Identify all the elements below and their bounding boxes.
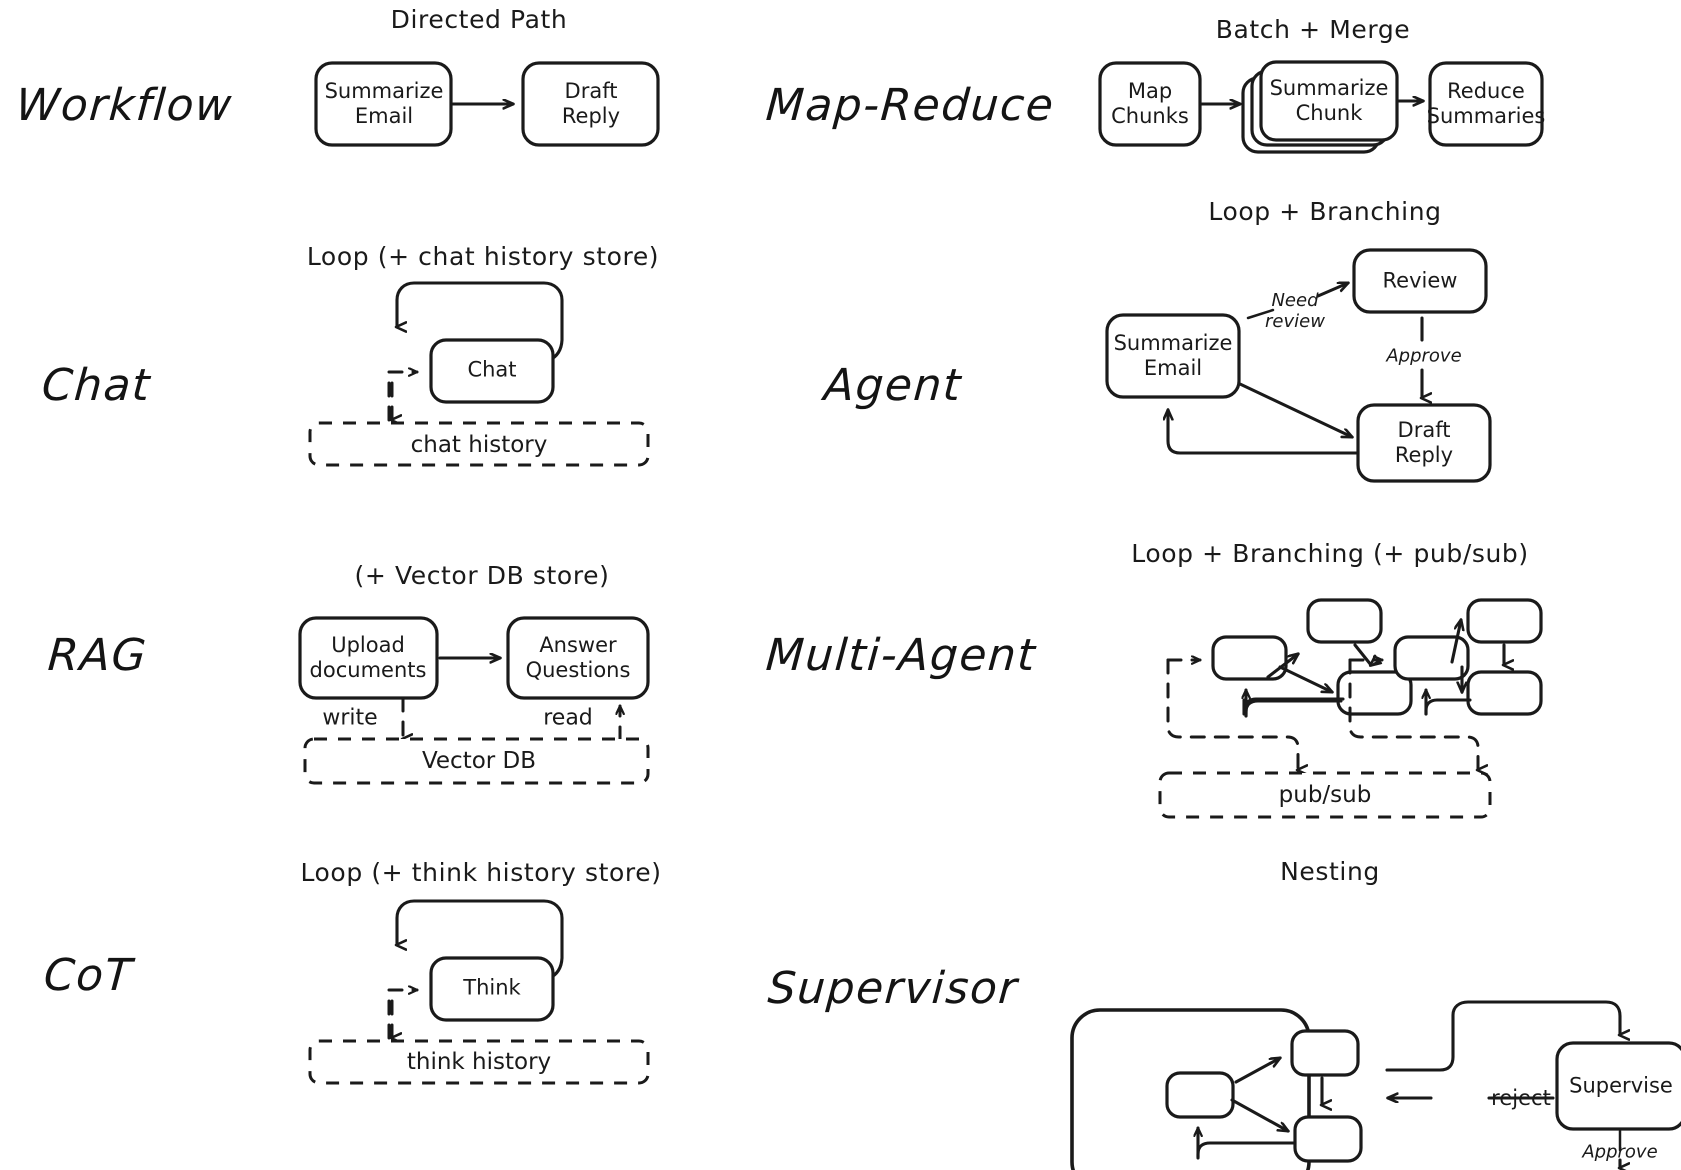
node-agent-summarize-email — [1105, 313, 1241, 399]
row-label-chat: Chat — [40, 360, 153, 411]
ma2-edge-a-to-b — [1450, 620, 1461, 664]
row-label-map-reduce: Map-Reduce — [764, 80, 1057, 131]
node-answer-questions — [506, 616, 650, 700]
node-supervise — [1555, 1041, 1681, 1131]
store-pub-sub — [1158, 771, 1492, 819]
node-think — [429, 956, 555, 1022]
ma1-edge-b-to-c — [1353, 643, 1371, 665]
node-reduce-summaries — [1428, 61, 1544, 147]
edge-need-review-arrow — [1316, 283, 1348, 298]
agent-graph — [1105, 248, 1492, 483]
rag-graph — [298, 616, 650, 785]
supervisor-graph — [1070, 1000, 1681, 1170]
edge-group-to-supervise — [1385, 1000, 1620, 1072]
caption-batch-merge: Batch + Merge — [1215, 15, 1411, 44]
edge-summarize-to-draft-reply — [1238, 382, 1352, 439]
caption-loop-branching-pubsub: Loop + Branching (+ pub/sub) — [1131, 539, 1529, 568]
multi-agent-graph — [1158, 598, 1543, 819]
node-draft-reply — [521, 61, 660, 147]
caption-loop-branching: Loop + Branching — [1208, 197, 1442, 226]
node-agent-draft-reply — [1356, 403, 1492, 483]
caption-vector-db-store: (+ Vector DB store) — [354, 561, 610, 590]
store-chat-history — [308, 421, 650, 467]
caption-loop-think-store: Loop (+ think history store) — [300, 858, 662, 887]
caption-directed-path: Directed Path — [390, 5, 568, 34]
caption-loop-chat-store: Loop (+ chat history store) — [306, 242, 660, 271]
node-summarize-chunk — [1259, 60, 1399, 142]
store-vector-db — [303, 737, 650, 785]
ma2-edge-c-loopback — [1424, 698, 1472, 716]
sup-edge-a-to-c — [1230, 1098, 1288, 1133]
ma1-node-b — [1306, 598, 1383, 644]
row-label-rag: RAG — [46, 630, 150, 681]
store-think-history — [308, 1039, 650, 1085]
sup-node-b — [1290, 1029, 1360, 1077]
ma1-dashed-to-pubsub — [1166, 658, 1298, 770]
multi-agent-cluster-2 — [1348, 598, 1543, 770]
workflow-graph — [314, 61, 660, 147]
row-label-agent: Agent — [822, 360, 964, 411]
ma2-node-b — [1466, 598, 1543, 644]
row-label-multi-agent: Multi-Agent — [764, 630, 1038, 681]
node-review — [1352, 248, 1488, 314]
ma1-edge-return-up — [1244, 699, 1343, 718]
edge-history-to-think — [387, 990, 419, 1040]
sup-node-c — [1293, 1115, 1363, 1163]
ma2-node-a — [1393, 635, 1470, 681]
caption-nesting: Nesting — [1280, 857, 1380, 886]
cot-graph — [308, 899, 650, 1085]
ma1-node-c — [1336, 670, 1413, 716]
sup-node-a — [1165, 1071, 1235, 1119]
row-label-workflow: Workflow — [14, 80, 235, 131]
map-reduce-graph — [1098, 60, 1544, 154]
node-chat — [429, 338, 555, 404]
row-label-supervisor: Supervisor — [766, 963, 1020, 1014]
sup-edge-a-to-b — [1234, 1056, 1280, 1084]
ma1-node-a — [1211, 635, 1288, 681]
node-map-chunks — [1098, 61, 1202, 147]
edge-draft-back-to-summarize — [1168, 410, 1360, 455]
node-upload-documents — [298, 616, 439, 700]
edge-summarize-to-review — [1246, 308, 1275, 320]
node-summarize-email — [314, 61, 453, 147]
ma1-edge-a-to-c — [1278, 665, 1332, 694]
chat-graph — [308, 281, 650, 467]
row-label-cot: CoT — [42, 950, 135, 1001]
ma2-dashed-to-pubsub — [1348, 658, 1478, 770]
edge-history-to-chat — [387, 372, 419, 422]
ma2-node-c — [1466, 670, 1543, 716]
ma1-edge-a-to-b — [1266, 654, 1298, 679]
multi-agent-cluster-1 — [1166, 598, 1413, 770]
